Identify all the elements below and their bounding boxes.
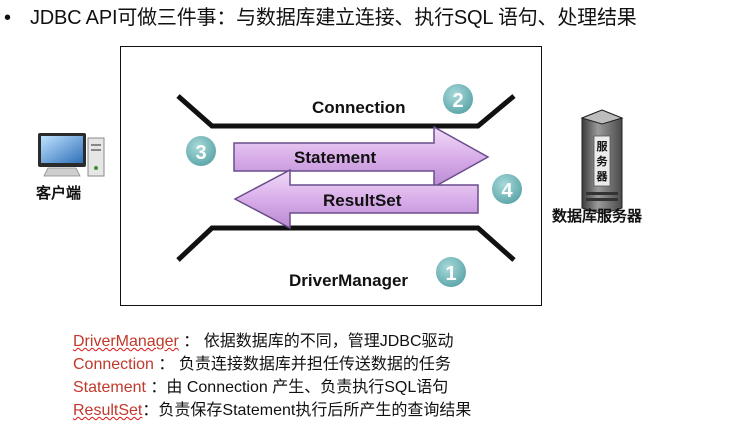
desc-drivermanager: DriverManager ： 依据数据库的不同，管理JDBC驱动: [73, 333, 454, 350]
statement-arrow: [233, 125, 490, 189]
connection-line-top: [176, 94, 516, 129]
step-badge-1: 1: [436, 257, 466, 287]
client-computer-icon: [38, 133, 105, 177]
term-resultset: ResultSet: [73, 402, 143, 419]
svg-text:服: 服: [597, 140, 609, 153]
svg-text:2: 2: [452, 90, 463, 112]
diagram-frame: [120, 46, 542, 306]
step-badge-4: 4: [492, 174, 522, 204]
term-statement: Statement: [73, 379, 146, 396]
step-badge-2: 2: [443, 84, 473, 114]
resultset-label: ResultSet: [323, 191, 402, 210]
svg-text:务: 务: [597, 154, 609, 168]
term-connection: Connection: [73, 356, 154, 373]
svg-text:1: 1: [445, 263, 456, 285]
svg-text:3: 3: [195, 142, 206, 164]
client-label: 客户端: [36, 185, 82, 202]
bullet-mark: •: [4, 7, 12, 29]
svg-text:器: 器: [596, 170, 609, 183]
step-badge-3: 3: [186, 136, 216, 166]
desc-connection: Connection ： 负责连接数据库并担任传送数据的任务: [73, 356, 451, 373]
resultset-arrow: [233, 168, 479, 230]
page-title: JDBC API可做三件事：与数据库建立连接、执行SQL 语句、处理结果: [30, 7, 637, 29]
desc-statement: Statement ：由 Connection 产生、负责执行SQL语句: [73, 379, 449, 396]
server-label: 数据库服务器: [552, 208, 643, 225]
statement-label: Statement: [294, 148, 377, 167]
connection-line-bottom: [176, 225, 516, 262]
connection-label: Connection: [312, 98, 406, 117]
drivermanager-label: DriverManager: [289, 271, 408, 290]
term-drivermanager: DriverManager: [73, 333, 179, 350]
desc-resultset: ResultSet：负责保存Statement执行后所产生的查询结果: [73, 402, 472, 419]
database-server-icon: 服 务 器: [580, 109, 624, 215]
svg-text:4: 4: [501, 180, 513, 202]
